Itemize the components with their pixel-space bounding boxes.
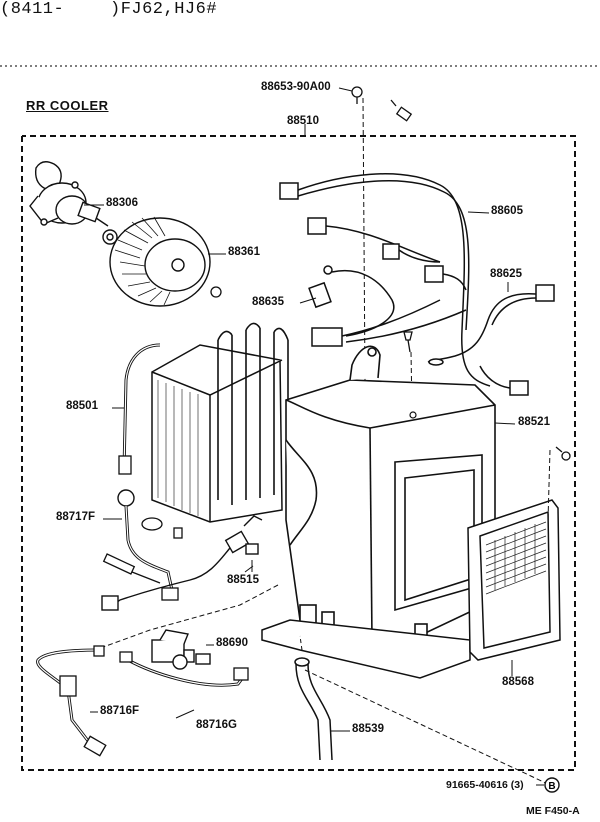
label-88653: 88653-90A00 [261,81,331,93]
pipe-88716G [119,651,249,687]
evaporator-88501 [151,344,283,523]
circled-ref-b: B [544,777,560,793]
label-88717F: 88717F [56,511,96,523]
figure-code: ME F450-A [526,805,580,817]
grille-88568 [467,499,561,661]
leader-91665 [304,669,551,786]
blower-motor-88306 [29,161,109,227]
label-88716F: 88716F [100,705,140,717]
leader-grille-screw [547,449,551,521]
pipe-88717F [117,489,179,601]
pipe-88716F [36,645,107,757]
header-model-suffix: )FJ62,HJ6# [110,0,218,19]
cooler-case-88521 [285,345,496,646]
grille-mesh [485,521,547,595]
leader-88515 [94,584,279,651]
nut [210,286,222,298]
fan-blades [114,216,171,306]
label-88568: 88568 [502,676,534,688]
section-title: RR COOLER [26,98,109,113]
expansion-valve-88690 [151,629,211,670]
label-88521: 88521 [518,416,550,428]
screw-top [390,99,413,122]
fitting [118,455,132,475]
label-88510: 88510 [287,115,319,127]
screw-grille [555,446,571,461]
label-leader-lines [84,87,544,786]
sensor-probe [102,553,161,584]
leader-88653 [362,97,366,381]
wire-harness-88605 [279,173,491,387]
label-88515: 88515 [227,574,259,586]
screw-case-top [403,331,413,353]
svg-text:B: B [548,781,555,792]
label-88539: 88539 [352,723,384,735]
label-88635: 88635 [252,296,284,308]
header-model-prefix: (8411- [0,0,65,19]
harness-88635 [308,265,467,347]
label-88306: 88306 [106,197,138,209]
harness-88625 [427,284,555,396]
label-88361: 88361 [228,246,260,258]
thermistor-88515 [101,515,263,611]
bolt-88653 [351,86,363,104]
label-88625: 88625 [490,268,522,280]
pipe-clamp [141,517,183,539]
base-plate [261,619,471,679]
label-88501: 88501 [66,400,98,412]
label-91665: 91665-40616 (3) [446,779,524,791]
label-88716G: 88716G [196,719,237,731]
label-88690: 88690 [216,637,248,649]
evaporator-fins [157,380,199,516]
assembly-boundary [21,135,576,771]
blower-fan-88361 [102,217,211,307]
drain-hose-88539 [294,657,333,761]
label-88605: 88605 [491,205,523,217]
